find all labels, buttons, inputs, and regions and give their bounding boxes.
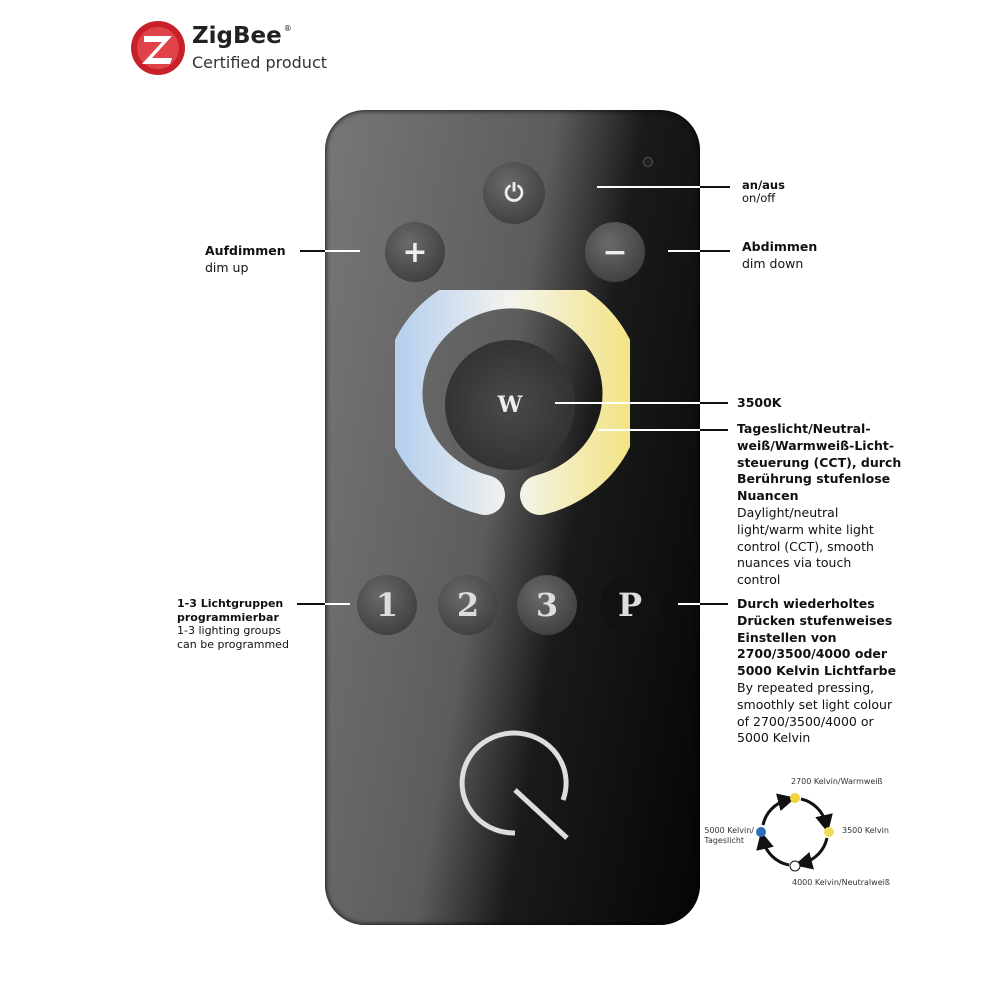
dot-5000 <box>756 827 766 837</box>
white-label: W <box>497 392 523 418</box>
cycle-5000-line: 5000 Kelvin/ <box>704 826 754 835</box>
program-de-line: Einstellen von <box>737 629 837 645</box>
dot-4000 <box>789 860 801 872</box>
zigbee-brand: ZigBee <box>192 23 282 49</box>
cct-en-line: Daylight/neutral <box>737 504 839 520</box>
leader-dim-up <box>300 250 325 252</box>
callout-dim-down: Abdimmen dim down <box>742 238 817 272</box>
leader-program <box>700 603 728 605</box>
cct-color-wheel[interactable] <box>395 290 630 515</box>
cct-de-line: steuerung (CCT), durch <box>737 454 902 470</box>
leader-cct-inner <box>598 429 700 431</box>
leader-groups <box>297 603 325 605</box>
cycle-5000-line: Tageslicht <box>704 836 745 845</box>
program-en-line: of 2700/3500/4000 or <box>737 713 874 729</box>
led-indicator <box>643 157 653 167</box>
dim-up-en: dim up <box>205 260 249 275</box>
leader-dim-down-inner <box>668 250 700 252</box>
cycle-label-3500: 3500 Kelvin <box>842 826 889 835</box>
groups-en-line: 1-3 lighting groups <box>177 624 282 637</box>
cct-de-line: Tageslicht/Neutral- <box>737 421 871 436</box>
groups-de-line: programmierbar <box>177 610 279 624</box>
zigbee-brand-row: ZigBee ® <box>192 22 292 50</box>
zigbee-logo: ZigBee ® Certified product <box>130 20 350 76</box>
power-de: an/aus <box>742 178 785 192</box>
dim-up-button[interactable]: + <box>385 222 445 282</box>
cct-en-line: control <box>737 572 781 588</box>
program-de-line: Drücken stufenweises <box>737 612 893 628</box>
minus-icon: − <box>602 234 628 270</box>
zigbee-z-icon <box>131 21 185 75</box>
cct-en-line: control (CCT), smooth <box>737 538 874 554</box>
dot-2700 <box>790 793 800 803</box>
program-en-line: smoothly set light colour <box>737 696 893 712</box>
leader-power <box>700 186 730 188</box>
group-1-label: 1 <box>375 586 399 624</box>
plus-icon: + <box>402 234 428 270</box>
white-de: 3500K <box>737 395 782 410</box>
dim-up-de: Aufdimmen <box>205 243 286 258</box>
program-de-line: 5000 Kelvin Lichtfarbe <box>737 663 897 679</box>
leader-program-inner <box>678 603 700 605</box>
dot-3500 <box>824 827 834 837</box>
callout-white: 3500K <box>737 394 781 411</box>
program-de-line: 2700/3500/4000 oder <box>737 646 888 662</box>
zigbee-subtitle: Certified product <box>192 53 328 72</box>
leader-white-inner <box>555 402 700 404</box>
cct-en-line: light/warm white light <box>737 521 874 537</box>
white-button[interactable]: W <box>445 340 575 470</box>
leader-white <box>700 402 728 404</box>
groups-en-line: can be programmed <box>177 637 289 651</box>
registered-mark: ® <box>283 24 292 33</box>
leader-dim-down <box>700 250 730 252</box>
group-3-button[interactable]: 3 <box>517 575 577 635</box>
kelvin-cycle-diagram <box>756 793 834 872</box>
group-2-button[interactable]: 2 <box>438 575 498 635</box>
program-button[interactable]: P <box>600 575 660 635</box>
program-en-line: 5000 Kelvin <box>737 730 811 746</box>
group-1-button[interactable]: 1 <box>357 575 417 635</box>
cct-de-line: Berührung stufenlose <box>737 471 891 487</box>
dim-down-de: Abdimmen <box>742 239 818 254</box>
cct-en-line: nuances via touch <box>737 555 852 571</box>
leader-dim-up-inner <box>325 250 360 252</box>
leader-power-inner <box>597 186 700 188</box>
program-en-line: By repeated pressing, <box>737 679 875 695</box>
groups-de-line: 1-3 Lichtgruppen <box>177 597 284 610</box>
cct-de-line: weiß/Warmweiß-Licht- <box>737 437 895 453</box>
program-de-line: Durch wiederholtes <box>737 596 875 611</box>
power-en: on/off <box>742 191 776 205</box>
cycle-label-5000: 5000 Kelvin/Tageslicht <box>704 826 754 846</box>
leader-cct <box>700 429 728 431</box>
dim-down-button[interactable]: − <box>585 222 645 282</box>
power-icon: ⏻ <box>504 179 524 207</box>
callout-cct: Tageslicht/Neutral-weiß/Warmweiß-Licht-s… <box>737 421 901 589</box>
group-3-label: 3 <box>535 586 559 624</box>
leader-groups-inner <box>325 603 350 605</box>
power-button[interactable]: ⏻ <box>483 162 545 224</box>
cycle-label-2700: 2700 Kelvin/Warmweiß <box>791 777 883 786</box>
cycle-label-4000: 4000 Kelvin/Neutralweiß <box>792 878 890 887</box>
dim-down-en: dim down <box>742 256 804 271</box>
program-label: P <box>617 586 643 624</box>
cct-de-line: Nuancen <box>737 488 799 504</box>
group-2-label: 2 <box>456 586 480 624</box>
q-logo <box>459 730 569 840</box>
callout-dim-up: Aufdimmen dim up <box>205 242 286 276</box>
